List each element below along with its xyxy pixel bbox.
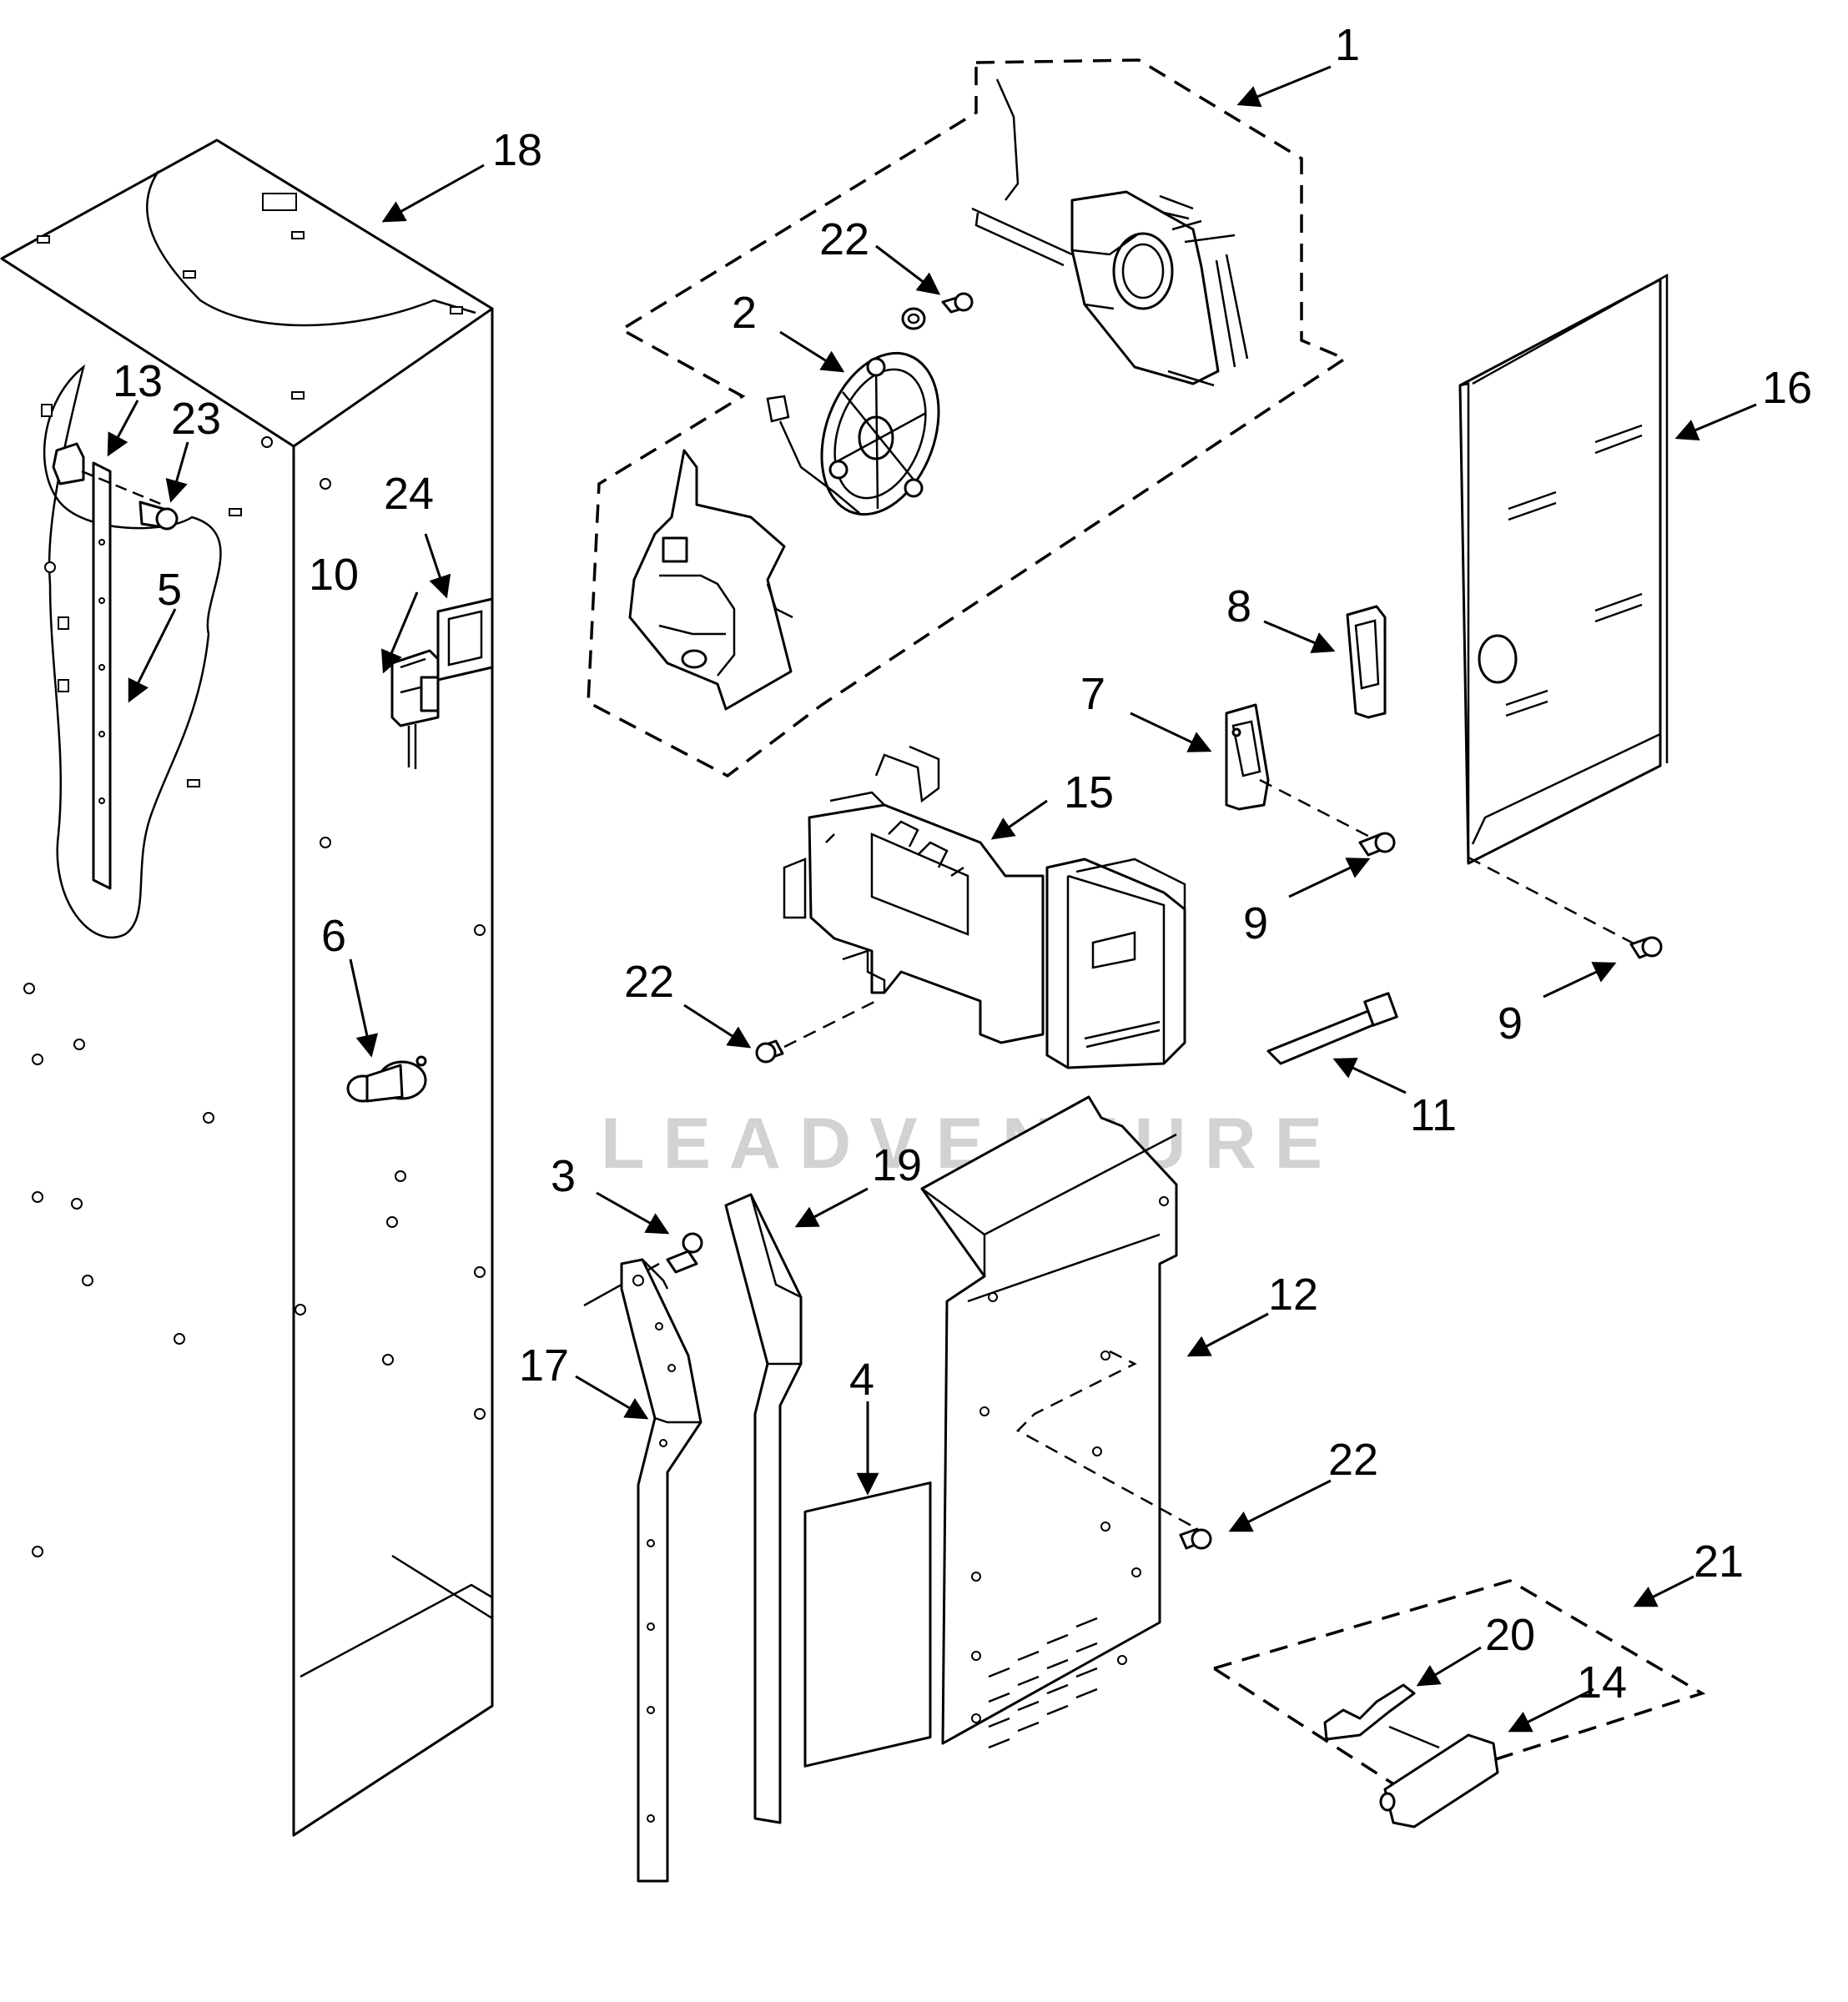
cover-part-12 bbox=[920, 1095, 1194, 1749]
bracket-part-7 bbox=[1225, 703, 1270, 811]
callout-3: 3 bbox=[551, 1151, 576, 1201]
cable-tie-part-11 bbox=[1266, 992, 1398, 1065]
callout-22-c: 22 bbox=[1328, 1435, 1378, 1485]
screw-22-mid bbox=[755, 1039, 784, 1064]
callout-11: 11 bbox=[1410, 1090, 1457, 1140]
callout-6: 6 bbox=[321, 911, 346, 961]
cabinet-liner-part-18 bbox=[0, 138, 494, 1837]
liner-slot bbox=[262, 193, 297, 211]
leader-arrows bbox=[107, 65, 1757, 1733]
wire-part-20 bbox=[1323, 1683, 1440, 1749]
bushing-part-6 bbox=[346, 1055, 427, 1103]
callout-16: 16 bbox=[1762, 363, 1812, 413]
seal-part-24 bbox=[436, 597, 494, 682]
callout-22-a: 22 bbox=[819, 214, 869, 264]
callout-10: 10 bbox=[309, 550, 359, 600]
callout-8: 8 bbox=[1226, 581, 1251, 631]
fan-part-2 bbox=[766, 351, 940, 516]
fan-housing bbox=[971, 78, 1249, 387]
callout-22-b: 22 bbox=[624, 957, 674, 1007]
callout-19: 19 bbox=[872, 1140, 922, 1190]
rail-part-5 bbox=[92, 461, 112, 890]
callout-21: 21 bbox=[1694, 1537, 1744, 1587]
callout-13: 13 bbox=[113, 356, 163, 406]
screw-22-top bbox=[901, 292, 974, 330]
screw-part-23 bbox=[138, 500, 179, 531]
callout-18: 18 bbox=[492, 125, 542, 175]
callout-14: 14 bbox=[1577, 1657, 1627, 1708]
clip-part-13 bbox=[52, 442, 85, 485]
screw-part-9-b bbox=[1629, 936, 1663, 959]
callout-2: 2 bbox=[732, 288, 757, 338]
callout-9-a: 9 bbox=[1243, 898, 1268, 948]
callout-labels: 1 2 3 4 5 6 7 8 9 9 10 11 12 13 14 15 16… bbox=[113, 20, 1812, 1708]
callout-9-b: 9 bbox=[1498, 998, 1523, 1049]
cover-part-14 bbox=[1379, 1733, 1499, 1828]
fan-assembly-outline-part-1 bbox=[587, 58, 1348, 778]
screw-22-lower bbox=[1179, 1527, 1212, 1550]
gasket-part-19 bbox=[724, 1193, 803, 1824]
insulation-part-4 bbox=[803, 1481, 932, 1768]
callout-20: 20 bbox=[1485, 1610, 1535, 1660]
callout-12: 12 bbox=[1268, 1270, 1318, 1320]
fan-bracket bbox=[628, 449, 793, 711]
hinge-bracket-part-17 bbox=[620, 1258, 702, 1883]
callout-17: 17 bbox=[519, 1341, 569, 1391]
bracket-part-8 bbox=[1346, 605, 1387, 719]
panel-part-16 bbox=[1458, 273, 1669, 946]
screw-part-9-a bbox=[1358, 832, 1396, 857]
callout-4: 4 bbox=[849, 1355, 874, 1405]
assembly-outline-part-21 bbox=[1210, 1579, 1706, 1791]
callout-1: 1 bbox=[1335, 20, 1360, 70]
callout-5: 5 bbox=[157, 565, 182, 615]
callout-24: 24 bbox=[384, 469, 434, 519]
callout-15: 15 bbox=[1064, 767, 1114, 817]
screw-part-3 bbox=[666, 1232, 703, 1274]
ice-maker-part-15 bbox=[783, 745, 1186, 1069]
damper-part-10 bbox=[390, 649, 440, 769]
callout-23: 23 bbox=[171, 394, 221, 444]
callout-7: 7 bbox=[1080, 669, 1105, 719]
